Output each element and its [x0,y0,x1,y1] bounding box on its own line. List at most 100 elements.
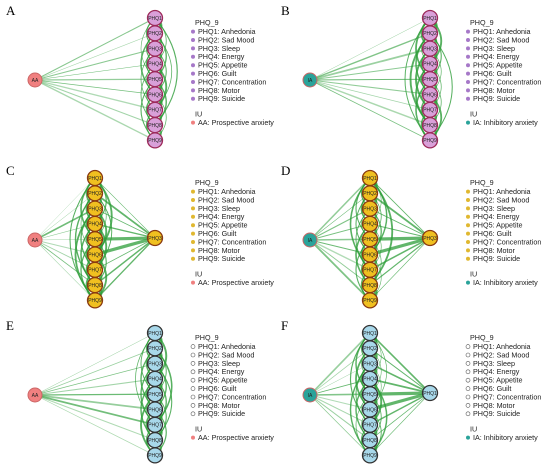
edge [94,237,156,286]
node-label: PHQ3 [363,206,377,212]
node-label: PHQ2 [148,31,162,37]
node-phq8: PHQ8 [86,276,104,294]
legend-item: PHQ4: Energy [198,52,245,61]
edge [309,239,371,302]
legend-dot [190,403,196,408]
node-label: PHQ9 [363,453,377,459]
node-phq7: PHQ7 [421,101,439,118]
legend-item: PHQ5: Appetite [473,221,523,230]
node-label: PHQ4 [148,377,162,383]
legend-group-title: IU [470,425,477,434]
edge [34,33,156,81]
edge [369,223,431,239]
node-iu: IA [302,232,318,248]
panel-e: EPHQ1PHQ2PHQ3PHQ4PHQ5PHQ6PHQ7PHQ8PHQ9AAP… [6,318,274,464]
edge [369,392,431,426]
node-label: PHQ8 [363,438,377,444]
legend-item: IA: Inhibitory anxiety [473,118,538,127]
node-label: PHQ1 [363,176,377,182]
edge [369,332,431,394]
node-label: PHQ2 [148,346,162,352]
legend-item: PHQ1: Anhedonia [198,342,256,351]
node-circle [27,232,43,248]
panel-letter: C [6,163,15,178]
node-label: PHQ5 [148,392,162,398]
legend-group-title: PHQ_9 [195,18,219,27]
legend-item: PHQ2: Sad Mood [473,350,529,359]
node-circle [361,292,379,309]
node-phq8: PHQ8 [361,431,379,449]
legend-item: PHQ9: Suicide [473,94,520,103]
node-phq9: PHQ9 [421,132,439,149]
node-circle [361,447,379,464]
legend-dot [466,240,470,244]
edge [369,237,431,286]
legend-item: PHQ4: Energy [198,212,245,221]
legend-item: PHQ5: Appetite [198,221,248,230]
node-phq3: PHQ3 [86,200,104,217]
edge [309,348,371,396]
edge [34,394,156,441]
legend-item: IA: Inhibitory anxiety [473,433,538,442]
legend-dot [190,352,196,358]
node-label: PHQ8 [148,438,162,444]
node-label: PHQ6 [363,252,377,258]
node-phq1: PHQ1 [361,324,379,342]
panel-a: APHQ1PHQ2PHQ3PHQ4PHQ5PHQ6PHQ7PHQ8PHQ9AAP… [6,3,274,149]
legend-dot [466,280,470,285]
legend-item: PHQ3: Sleep [473,44,515,53]
node-phq9: PHQ9 [146,447,164,464]
node-circle [421,229,439,247]
node-label: PHQ2 [88,191,102,197]
legend-dot [465,352,471,358]
node-circle [302,72,318,88]
node-phq5: PHQ5 [361,386,379,403]
node-phq7: PHQ7 [86,261,104,278]
node-iu: IA [302,387,318,403]
node-label: PHQ1 [363,331,377,337]
edge [369,392,431,456]
edge [309,394,371,441]
edge [369,237,431,301]
node-label: AA [32,393,39,399]
node-label: PHQ9 [148,453,162,459]
edge [309,79,431,126]
node-phq2: PHQ2 [361,340,379,357]
node-label: PHQ5 [148,77,162,83]
node-label: PHQ7 [88,268,102,274]
node-phq6: PHQ6 [146,86,164,103]
edge [309,78,431,81]
node-phq4: PHQ4 [361,370,379,388]
legend-dot [191,63,195,68]
node-label: PHQ1 [423,16,437,22]
node-phq1: PHQ1 [421,9,439,27]
edge [34,78,156,81]
legend-dot [466,29,470,34]
legend-item: PHQ9: Suicide [198,409,245,418]
legend-dot [190,369,196,375]
legend-group-title: IU [195,270,202,279]
legend-item: PHQ6: Guilt [473,69,511,78]
node-phq5: PHQ5 [361,231,379,248]
edge [309,394,371,411]
node-phq1: PHQ1 [86,169,104,187]
legend-dot [190,386,196,391]
edge [309,79,431,141]
legend-group-title: IU [470,270,477,279]
edge [309,193,371,241]
edge [34,193,96,241]
node-label: PHQ5 [363,237,377,243]
legend-dot [191,248,195,253]
edge [369,236,431,257]
node-label: PHQ2 [363,346,377,352]
legend-dot [191,189,195,194]
node-label: PHQ3 [148,361,162,367]
legend-item: PHQ2: Sad Mood [473,35,529,44]
edge [309,363,371,396]
node-circle [421,384,439,402]
node-phq1: PHQ1 [361,169,379,187]
node-label: AA [32,238,39,244]
node-label: PHQ9 [88,298,102,304]
node-label: PHQ7 [423,108,437,114]
